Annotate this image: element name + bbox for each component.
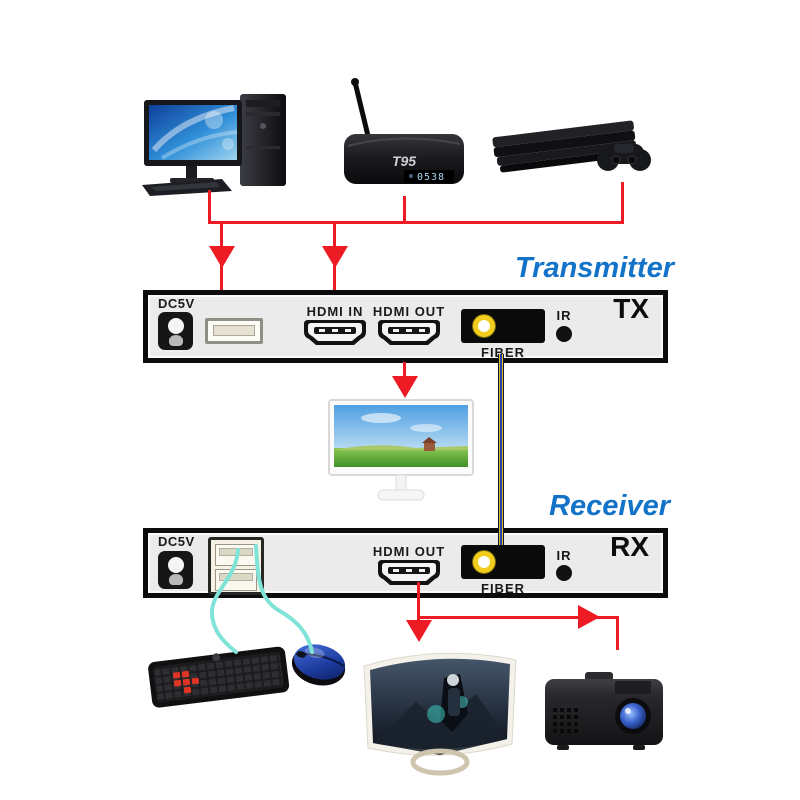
transmitter-unit: TX DC5V HDMI IN HDMI OUT FIBER IR [143,290,668,363]
tx-fiber-connector-icon [473,315,495,337]
red-line-rx-to-projector [616,616,619,650]
tx-hdmi-out-label: HDMI OUT [372,304,446,319]
tx-ir-label: IR [556,308,572,323]
tx-fiber-port [461,309,545,343]
red-arrowhead-rx-to-curved-monitor [406,620,432,642]
red-line-pc-drop [208,190,211,224]
red-arrowhead-to-usb [209,246,235,268]
tx-hdmi-in-port [304,320,366,345]
tx-badge: TX [613,293,649,324]
tx-dc-label: DC5V [158,296,195,311]
mouse-image [291,644,346,686]
projector-vents [553,708,578,733]
keyboard-image [148,646,290,708]
rx-dc-label: DC5V [158,534,195,549]
android-tv-box-image: T95 0538 [344,78,464,184]
rx-badge: RX [610,531,649,562]
red-line-rx-to-curved-monitor [417,582,420,626]
rx-ir-receiver [556,565,572,581]
curved-monitor-image [363,652,517,776]
display-monitor-image [328,399,474,501]
red-arrowhead-tx-to-monitor [392,376,418,398]
tx-hdmi-out-port [378,320,440,345]
red-line-tvbox-drop [403,196,406,224]
transmitter-heading: Transmitter [514,252,674,284]
tx-hdmi-in-label: HDMI IN [306,304,364,319]
keyboard-red-keys [172,670,200,694]
rx-hdmi-out-label: HDMI OUT [372,544,446,559]
fiber-optic-cable [498,354,504,554]
rx-dc-power-jack [158,551,193,589]
usb-cable-to-keyboard [209,548,240,654]
ps4-controller [597,144,651,171]
rx-fiber-connector-icon [473,551,495,573]
red-arrowhead-rx-to-projector [578,605,600,629]
tx-fiber-label: FIBER [481,345,525,360]
rx-hdmi-out-port [378,560,440,585]
tv-box-brand-text: T95 [392,153,416,169]
receiver-heading: Receiver [549,490,670,522]
red-line-rx-branch-horizontal [417,616,619,619]
tx-usb-port [205,318,263,344]
usb-cable-to-mouse [254,544,314,654]
ps4-console-image [492,120,651,173]
rx-fiber-port [461,545,545,579]
rx-ir-label: IR [556,548,572,563]
red-arrowhead-to-hdmi-in [322,246,348,268]
rx-fiber-label: FIBER [481,581,525,596]
receiver-unit: RX DC5V HDMI OUT FIBER IR [143,528,668,598]
tx-ir-receiver [556,326,572,342]
tv-box-led-display: 0538 [417,172,445,183]
red-line-bus [208,221,624,224]
projector-image [545,672,663,750]
tx-dc-power-jack [158,312,193,350]
red-line-ps4-drop [621,182,624,224]
